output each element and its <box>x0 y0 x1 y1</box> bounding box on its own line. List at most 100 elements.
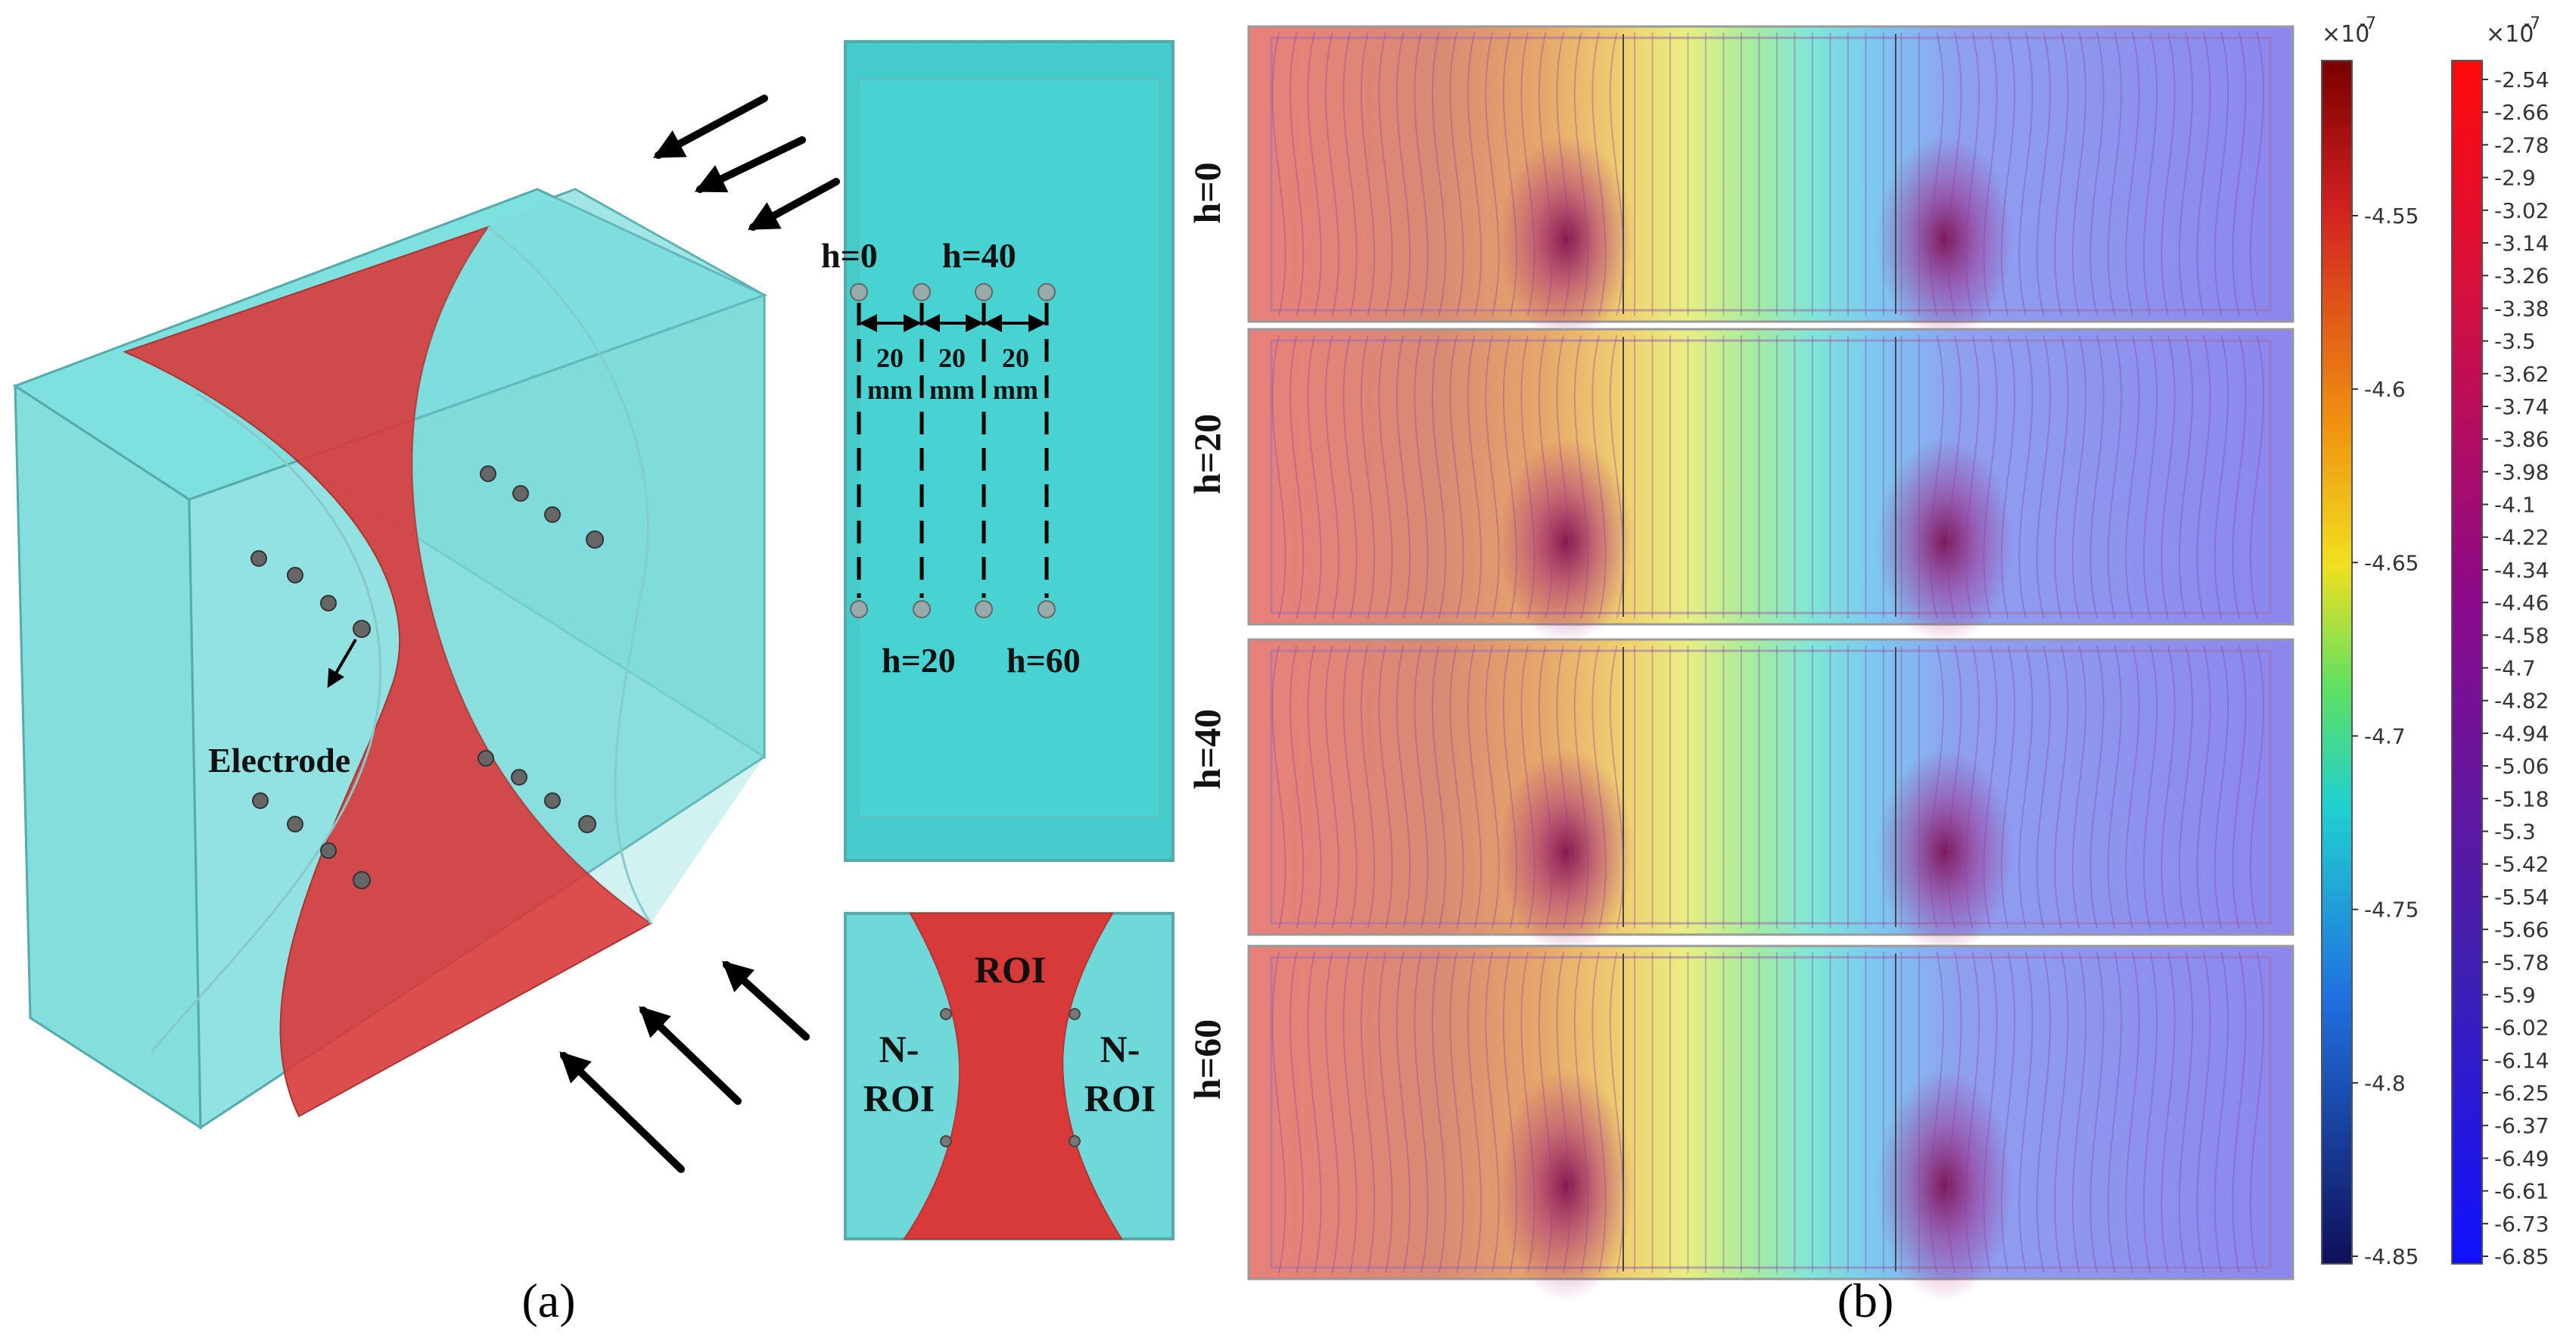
contour-line <box>1502 32 1518 316</box>
contour-line <box>1591 32 1607 316</box>
phantom-front-face <box>14 384 202 1130</box>
slice-label-h0: h=0 <box>1186 162 1228 223</box>
spacing-value: 20 <box>1002 343 1029 373</box>
top-view-electrodes <box>850 283 1056 618</box>
contour-line <box>1502 334 1518 619</box>
contour-line <box>1520 334 1535 619</box>
contour-line <box>1965 951 1980 1274</box>
colorbar-tick-label: -5.06 <box>2494 754 2549 779</box>
contour-line <box>1485 951 1500 1274</box>
roi-region <box>903 913 1123 1240</box>
electrode <box>586 531 604 549</box>
contour-line <box>1378 32 1393 316</box>
field-slice <box>1247 638 2294 956</box>
colorbar-tick-label: -3.62 <box>2494 362 2549 387</box>
contour-line <box>1556 951 1571 1274</box>
contour-line <box>1449 32 1464 316</box>
contour-line <box>2036 951 2052 1274</box>
contour-line <box>2000 32 2016 316</box>
contour-line <box>1431 645 1447 929</box>
colorbar-tick-label: -4.46 <box>2494 590 2549 615</box>
contour-line <box>2249 645 2265 929</box>
contour-line <box>1538 645 1554 929</box>
nroi-region-right-3d <box>412 189 764 923</box>
contour-line <box>2161 334 2176 619</box>
slice-inner-frame <box>1270 649 2272 925</box>
contour-line <box>2214 32 2229 316</box>
slice-frame <box>1247 328 2294 626</box>
electrode <box>1069 1135 1081 1147</box>
contour-line <box>1307 951 1322 1274</box>
colorbar-tick-label: -4.7 <box>2494 656 2536 681</box>
contour-line <box>2142 951 2158 1274</box>
slice-inner-frame <box>1270 339 2272 615</box>
roi-curve-right <box>487 226 652 924</box>
colorbar-right-gradient <box>2451 60 2483 1265</box>
slice-inner-frame <box>1270 956 2272 1269</box>
contour-line <box>1307 645 1322 929</box>
colorbar-tick-label: -6.02 <box>2494 1016 2549 1041</box>
field-slice <box>1247 25 2294 343</box>
contour-line <box>2071 645 2087 929</box>
contour-line <box>2036 334 2052 619</box>
contour-line <box>2107 645 2123 929</box>
colorbar-tick-label: -5.78 <box>2494 950 2549 975</box>
contour-line <box>2196 951 2211 1274</box>
contour-line <box>2000 951 2016 1274</box>
contour-line <box>1520 951 1535 1274</box>
slice-frame <box>1247 638 2294 936</box>
contour-line <box>1449 334 1464 619</box>
contour-line <box>1378 334 1393 619</box>
contour-line <box>2142 645 2158 929</box>
slice-frame <box>1247 25 2294 323</box>
contour-line <box>1414 32 1429 316</box>
colorbar-tick-label: -5.54 <box>2494 885 2549 910</box>
contour-line <box>2071 334 2087 619</box>
contour-line <box>1342 951 1358 1274</box>
height-label-h60: h=60 <box>1006 641 1081 680</box>
contour-line <box>1609 951 1625 1274</box>
electrode <box>287 567 303 583</box>
contour-line <box>1485 32 1500 316</box>
colorbar-tick-label: -4.7 <box>2364 724 2406 749</box>
roi-curve-left <box>150 392 382 1053</box>
contour-line <box>1538 334 1554 619</box>
contour-line <box>1342 32 1358 316</box>
colorbar-tick-label: -6.25 <box>2494 1081 2549 1106</box>
electrode <box>578 815 596 833</box>
contour-line <box>2178 32 2194 316</box>
electrode <box>1038 600 1056 618</box>
contour-line <box>2249 334 2265 619</box>
contour-line <box>2000 645 2016 929</box>
contour-line <box>2232 334 2247 619</box>
contour-line <box>1983 645 1998 929</box>
contour-line <box>1929 645 1945 929</box>
spacing-value: 20 <box>938 343 966 373</box>
contour-line <box>2089 645 2105 929</box>
electrode <box>975 283 993 301</box>
colorbar-tick-label: -6.14 <box>2494 1048 2549 1073</box>
current-arrow <box>722 960 810 1041</box>
colorbar-tick-label: -6.85 <box>2494 1244 2549 1269</box>
contour-line <box>1983 334 1998 619</box>
field-hotspot <box>1498 1069 1635 1302</box>
electrode <box>478 750 494 767</box>
contour-line <box>1414 951 1429 1274</box>
contour-line <box>1360 32 1376 316</box>
contour-line <box>1573 645 1589 929</box>
contour-line <box>1609 334 1625 619</box>
slice-label-h60: h=60 <box>1186 1019 1228 1100</box>
cross-section: ROI N- ROI N- ROI <box>844 912 1174 1240</box>
contour-line <box>1431 334 1447 619</box>
electrode <box>287 816 303 832</box>
colorbar-tick-label: -3.14 <box>2494 231 2549 256</box>
contour-line <box>1449 645 1464 929</box>
contour-line <box>1289 645 1305 929</box>
electrode <box>353 620 371 638</box>
contour-line <box>2178 645 2194 929</box>
colorbar-tick-label: -6.49 <box>2494 1146 2549 1171</box>
colorbar-tick-label: -3.38 <box>2494 296 2549 321</box>
contour-line <box>1271 32 1286 316</box>
colorbar-tick-label: -3.74 <box>2494 394 2549 419</box>
contour-line <box>1431 951 1447 1274</box>
